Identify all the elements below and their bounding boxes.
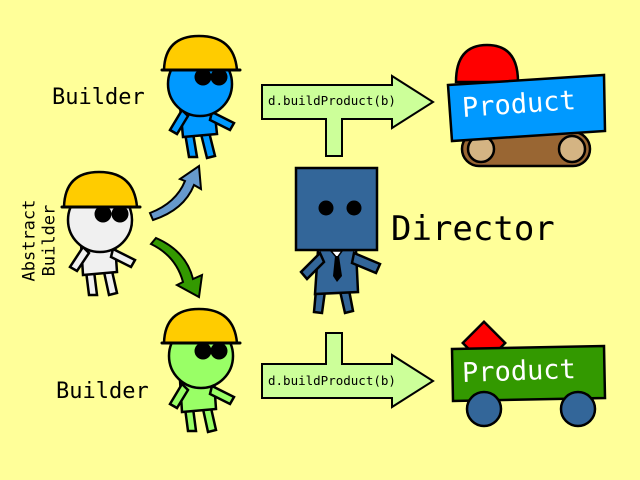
product-bottom-label: Product [461, 354, 577, 389]
inherit-arrow-bottom [149, 236, 204, 299]
builder-bottom-label: Builder [56, 379, 149, 404]
builder-bottom-figure [160, 307, 242, 434]
product-top-vehicle [446, 43, 607, 168]
product-top-label: Product [461, 85, 577, 124]
product-bottom-vehicle [450, 320, 607, 428]
abstract-builder-label-line1: Abstract [19, 199, 40, 282]
abstract-builder-label: Abstract Builder [19, 191, 59, 291]
abstract-builder-figure [60, 170, 142, 297]
call-arrow-bottom [261, 332, 435, 409]
builder-top-label: Builder [52, 85, 145, 110]
builder-top-figure [160, 34, 242, 160]
abstract-builder-label-line2: Builder [39, 204, 59, 277]
director-figure [294, 166, 382, 315]
inherit-arrow-top [148, 164, 203, 222]
call-arrow-top [261, 74, 435, 157]
call-label-top: d.buildProduct(b) [268, 93, 396, 108]
call-label-bottom: d.buildProduct(b) [268, 373, 396, 388]
director-label: Director [391, 209, 555, 249]
